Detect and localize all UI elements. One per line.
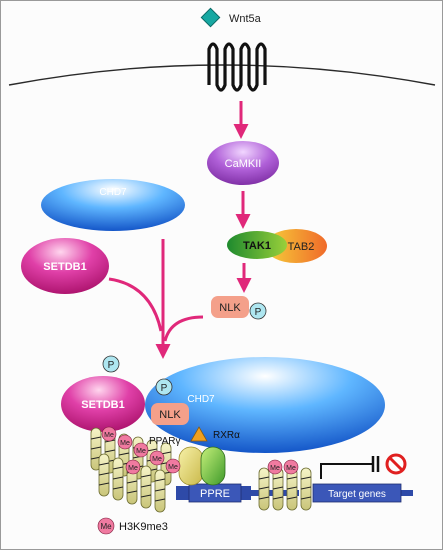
phospho-badge-setdb1 (102, 355, 120, 373)
camkii-label: CaMKII (225, 158, 262, 170)
arrow-setdb1-to-complex (108, 277, 163, 332)
chd7-node (41, 179, 185, 231)
phospho-badge (249, 302, 267, 320)
setdb1-label: SETDB1 (43, 261, 86, 273)
tak1-node (227, 231, 287, 259)
camkii-node (207, 141, 279, 185)
arrow-nlk-to-complex (163, 315, 204, 342)
cell-membrane (8, 64, 436, 86)
phospho-label: P (255, 307, 262, 318)
svg-text:Me: Me (168, 464, 178, 471)
ppar-node (178, 446, 204, 486)
target-genes-box (312, 483, 402, 503)
chd7-label: CHD7 (99, 187, 127, 198)
ppre-label: PPRE (200, 488, 230, 500)
inhibition-icon (320, 453, 407, 479)
tab2-label: TAB2 (288, 241, 315, 253)
phospho-badge-complex (155, 378, 173, 396)
setdb1-node (21, 238, 109, 294)
ppar-label: PPARγ (149, 436, 181, 447)
tak1-label: TAK1 (243, 240, 271, 252)
nlk-complex-label: NLK (159, 409, 181, 421)
svg-text:Me: Me (270, 465, 280, 472)
svg-text:Me: Me (104, 432, 114, 439)
legend-me-badge (97, 517, 115, 535)
svg-text:Me: Me (128, 465, 138, 472)
receptor-icon (207, 42, 267, 92)
svg-text:Me: Me (152, 456, 162, 463)
ligand-triangle-icon (190, 426, 208, 442)
wnt5a-diamond-icon (200, 7, 221, 28)
chd7-complex-label: CHD7 (187, 394, 215, 405)
target-genes-label: Target genes (328, 489, 386, 500)
legend-me-label: Me (100, 522, 112, 531)
svg-text:Me: Me (136, 448, 146, 455)
legend-h3k9me3-label: H3K9me3 (119, 521, 168, 533)
phospho-setdb1-label: P (108, 360, 115, 371)
phospho-complex-label: P (161, 383, 168, 394)
svg-text:Me: Me (286, 465, 296, 472)
nlk-node (211, 296, 249, 318)
rxr-node (200, 446, 226, 486)
me-badges: Me Me Me Me Me Me Me Me (101, 426, 299, 475)
setdb1-complex-label: SETDB1 (81, 399, 124, 411)
wnt5a-label: Wnt5a (229, 13, 262, 25)
nlk-label: NLK (219, 302, 241, 314)
nlk-complex-node (151, 403, 189, 425)
chd7-complex-node (145, 357, 385, 453)
setdb1-complex-node (61, 376, 145, 432)
rxr-label: RXRα (213, 430, 240, 441)
svg-text:Me: Me (120, 440, 130, 447)
nucleosome-cluster-right (258, 467, 312, 511)
